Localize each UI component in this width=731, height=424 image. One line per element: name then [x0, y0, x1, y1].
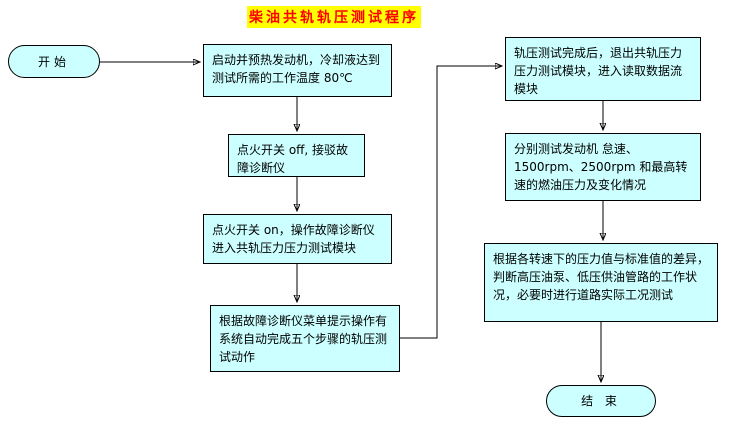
process-step-3: 点火开关 on，操作故障诊断仪进入共轨压力压力测试模块 — [203, 214, 392, 264]
process-step-2-label: 点火开关 off, 接驳故障诊断仪 — [237, 143, 349, 175]
process-step-7: 根据各转速下的压力值与标准值的差异，判断高压油泵、低压供油管路的工作状况，必要时… — [484, 243, 718, 322]
process-step-2: 点火开关 off, 接驳故障诊断仪 — [228, 134, 365, 177]
process-step-5-label: 轨压测试完成后，退出共轨压力压力测试模块，进入读取数据流模块 — [514, 46, 683, 96]
start-node-label: 开始 — [37, 54, 70, 69]
end-node-label: 结 束 — [581, 394, 621, 408]
process-step-4-label: 根据故障诊断仪菜单提示操作有系统自动完成五个步骤的轨压测试动作 — [219, 314, 388, 364]
process-step-1-label: 启动并预热发动机，冷却液达到测试所需的工作温度 80℃ — [212, 53, 381, 85]
flowchart-title: 柴油共轨轨压测试程序 — [247, 6, 421, 28]
start-node: 开始 — [8, 45, 100, 78]
process-step-7-label: 根据各转速下的压力值与标准值的差异，判断高压油泵、低压供油管路的工作状况，必要时… — [493, 252, 710, 302]
end-node: 结 束 — [546, 385, 656, 417]
process-step-1: 启动并预热发动机，冷却液达到测试所需的工作温度 80℃ — [203, 44, 392, 97]
process-step-4: 根据故障诊断仪菜单提示操作有系统自动完成五个步骤的轨压测试动作 — [210, 305, 400, 372]
process-step-6: 分别测试发动机 怠速、1500rpm、2500rpm 和最高转速的燃油压力及变化… — [505, 133, 701, 201]
process-step-5: 轨压测试完成后，退出共轨压力压力测试模块，进入读取数据流模块 — [505, 37, 701, 101]
process-step-3-label: 点火开关 on，操作故障诊断仪进入共轨压力压力测试模块 — [212, 223, 375, 255]
process-step-6-label: 分别测试发动机 怠速、1500rpm、2500rpm 和最高转速的燃油压力及变化… — [514, 142, 688, 192]
